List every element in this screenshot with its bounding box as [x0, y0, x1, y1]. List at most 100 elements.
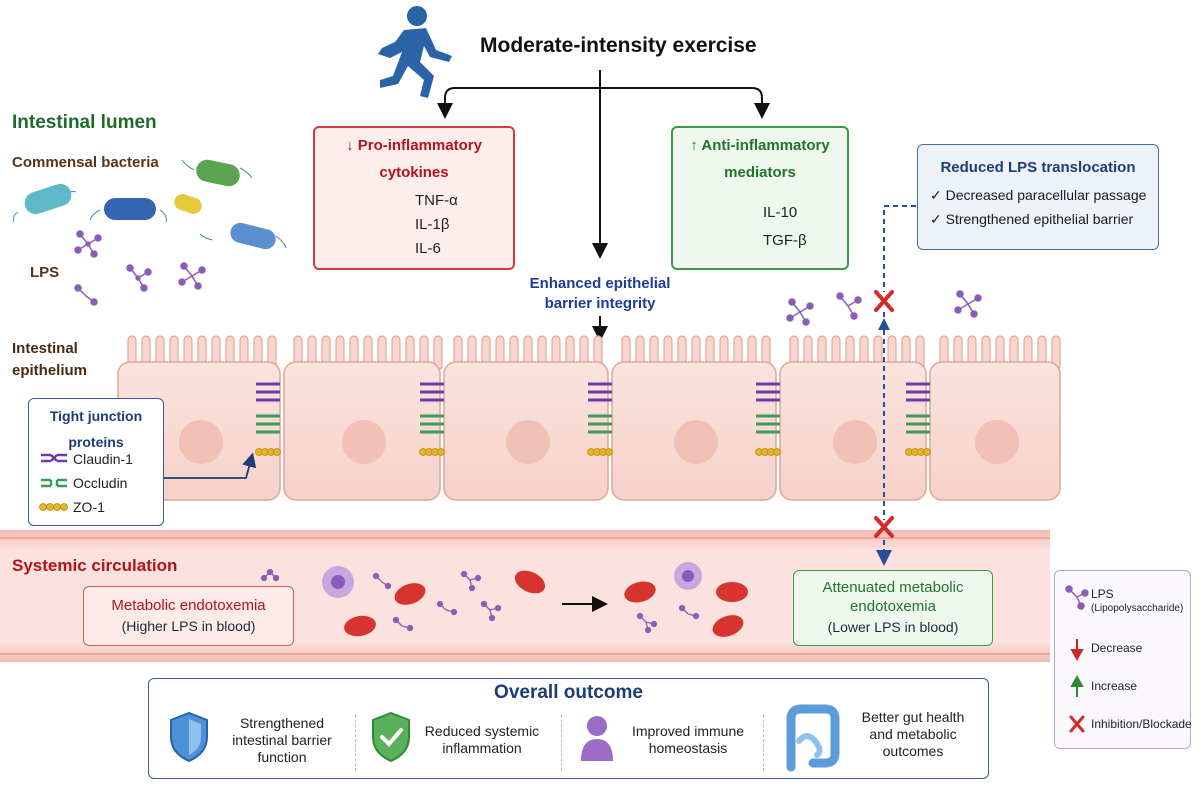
epithelial-cell: [117, 335, 281, 501]
outcome-title: Overall outcome: [494, 682, 643, 703]
diagram-title: Moderate-intensity exercise: [480, 34, 757, 57]
tj-item: ZO-1: [73, 499, 105, 515]
tj-title-line2: proteins: [68, 434, 124, 450]
outcome-divider: [561, 715, 562, 771]
outcome-text: and metabolic: [869, 726, 957, 742]
outcome-item: Reduced systemic inflammation: [417, 723, 547, 757]
epithelial-cell: [611, 335, 777, 501]
cell-nucleus: [342, 420, 386, 464]
anti-inflammatory-box: ↑ Anti-inflammatory mediators IL-10 TGF-…: [671, 126, 849, 270]
legend-inhibition: Inhibition/Blockade: [1091, 717, 1192, 731]
translocation-arrow-up: [878, 318, 890, 330]
cell-nucleus: [975, 420, 1019, 464]
tj-title-line1: Tight junction: [49, 408, 143, 424]
attenuated-line1: Attenuated metabolic: [822, 579, 964, 596]
tight-junction: [905, 382, 931, 456]
outcome-text: intestinal barrier: [232, 732, 332, 748]
anti-item: IL-10: [763, 204, 798, 221]
endotoxemia-line2: (Higher LPS in blood): [121, 618, 256, 634]
barrier-line1: Enhanced epithelial: [529, 275, 671, 292]
endotoxemia-line1: Metabolic endotoxemia: [111, 597, 266, 614]
pro-inflammatory-box: ↓ Pro-inflammatory cytokines TNF-α IL-1β…: [313, 126, 515, 270]
barrier-line2: barrier integrity: [544, 295, 656, 312]
zo1-bead: [773, 448, 781, 456]
shield-icon: [170, 711, 208, 763]
epithelium-cells: [117, 335, 1061, 501]
tight-junction: [255, 382, 281, 456]
attenuated-line3: (Lower LPS in blood): [827, 619, 959, 635]
epithelium-label: Intestinal epithelium: [12, 338, 87, 382]
blockade-marks: [874, 290, 894, 538]
zo1-bead: [605, 448, 613, 456]
check-shield-icon: [372, 711, 410, 763]
outcome-text: Improved immune: [631, 723, 745, 739]
cell-nucleus: [833, 420, 877, 464]
person-icon: [581, 716, 613, 761]
barrier-label: Enhanced epithelial barrier integrity: [500, 274, 700, 314]
endotoxemia-box: Metabolic endotoxemia (Higher LPS in blo…: [83, 586, 294, 646]
circulation-label: Systemic circulation: [12, 556, 178, 575]
pro-header-line2: cytokines: [379, 164, 449, 181]
cell-nucleus: [674, 420, 718, 464]
outcome-divider: [763, 715, 764, 771]
tj-connector-line: [164, 452, 257, 479]
epithelial-cell: [929, 335, 1061, 501]
claudin-strand: [756, 382, 780, 402]
blood-cells: [322, 562, 748, 637]
outcome-text: function: [257, 749, 307, 765]
claudin-strand: [256, 382, 280, 402]
epithelium-line1: Intestinal: [12, 340, 78, 357]
outcome-text: outcomes: [882, 743, 944, 759]
tj-item: Occludin: [73, 475, 128, 491]
occludin-strand: [906, 414, 930, 434]
intestine-icon: [786, 704, 840, 772]
outcome-text: Better gut health: [861, 709, 965, 725]
translocation-path: [876, 205, 916, 566]
zo1-icon: [39, 503, 68, 511]
anti-item: TGF-β: [763, 232, 807, 249]
claudin-strand: [588, 382, 612, 402]
epithelial-cell: [443, 335, 609, 501]
runner-icon: [378, 6, 452, 98]
reduced-item: ✓ Decreased paracellular passage: [930, 187, 1147, 203]
tj-item: Claudin-1: [73, 451, 133, 467]
legend-increase: Increase: [1091, 679, 1138, 693]
legend-lps: LPS: [1091, 587, 1114, 601]
epithelial-cell: [283, 335, 443, 501]
legend-box: LPS (Lipopolysaccharide) Decrease Increa…: [1054, 570, 1192, 749]
claudin-strand: [906, 382, 930, 402]
outcome-item: Improved immune homeostasis: [623, 723, 753, 757]
pro-item: IL-6: [415, 240, 441, 257]
outcome-box: Overall outcome Strengthened intestinal …: [148, 678, 989, 779]
lps-label: LPS: [30, 264, 60, 281]
legend-decrease-icon: [1070, 639, 1084, 662]
reduced-item: ✓ Strengthened epithelial barrier: [930, 211, 1134, 227]
outcome-text: inflammation: [442, 740, 522, 756]
outcome-item: Better gut health and metabolic outcomes: [843, 709, 983, 760]
occludin-strand: [420, 414, 444, 434]
legend-increase-icon: [1070, 674, 1084, 697]
occludin-strand: [588, 414, 612, 434]
lps-molecules-lumen: [74, 230, 982, 326]
zo1-bead: [437, 448, 445, 456]
bacteria-cluster: [13, 159, 287, 250]
tight-junction-box: Tight junction proteins Claudin-1 Occlud…: [28, 398, 164, 526]
attenuated-line2: endotoxemia: [850, 598, 936, 615]
occludin-icon: [41, 478, 67, 488]
epithelium-line2: epithelium: [12, 362, 88, 379]
tight-junction: [587, 382, 613, 456]
claudin-icon: [41, 453, 67, 463]
outcome-item: Strengthened intestinal barrier function: [217, 715, 347, 766]
legend-lps-full: (Lipopolysaccharide): [1091, 603, 1184, 614]
exercise-arrows: [437, 70, 770, 342]
legend-decrease: Decrease: [1091, 641, 1143, 655]
tight-junction: [755, 382, 781, 456]
zo1-bead: [273, 448, 281, 456]
zo1-bead: [923, 448, 931, 456]
anti-header-line2: mediators: [724, 164, 796, 181]
tight-junction: [419, 382, 445, 456]
reduced-translocation-box: Reduced LPS translocation ✓ Decreased pa…: [917, 144, 1159, 250]
pro-item: IL-1β: [415, 216, 450, 233]
attenuated-box: Attenuated metabolic endotoxemia (Lower …: [793, 570, 993, 646]
